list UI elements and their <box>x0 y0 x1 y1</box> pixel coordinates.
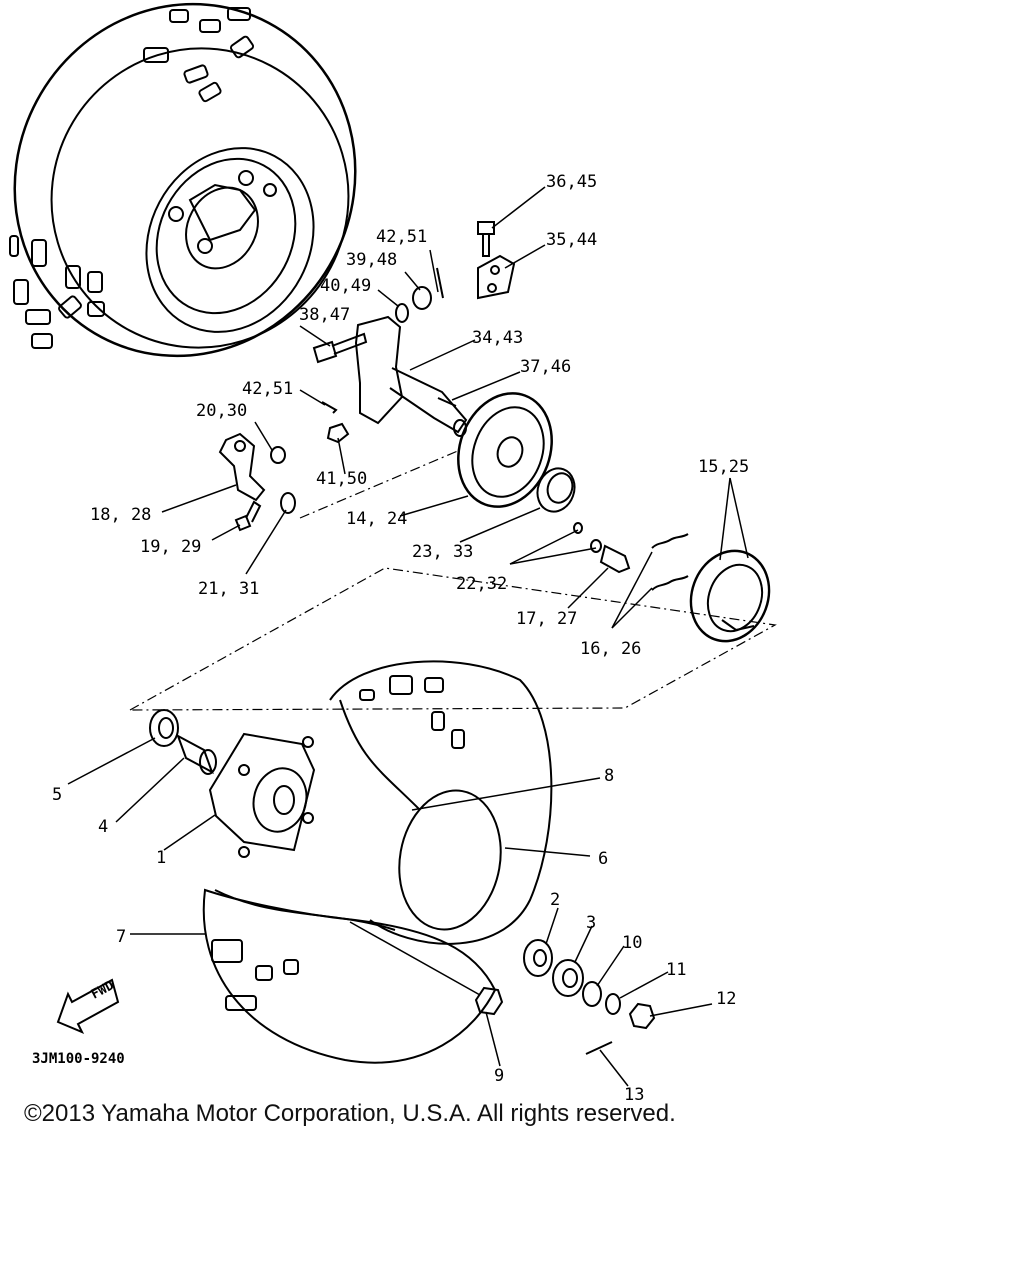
callout-label-1: 1 <box>156 848 166 868</box>
callout-label-36-45: 36,45 <box>546 172 597 192</box>
callout-label-4: 4 <box>98 817 108 837</box>
callout-label-38-47: 38,47 <box>299 305 350 325</box>
callout-labels: 36,45 35,44 42,51 39,48 40,49 38,47 34,43 37,46… <box>52 172 749 1100</box>
callout-label-6: 6 <box>598 849 608 869</box>
callout-label-42-51-top: 42,51 <box>376 227 427 247</box>
callout-label-35-44: 35,44 <box>546 230 597 250</box>
callout-label-40-49: 40,49 <box>320 276 371 296</box>
callout-label-12: 12 <box>716 989 736 1009</box>
callout-label-37-46: 37,46 <box>520 357 571 377</box>
knuckle-assembly <box>218 221 771 643</box>
callout-label-15-25: 15,25 <box>698 457 749 477</box>
fwd-arrow-icon <box>56 978 120 1034</box>
reference-lines <box>129 449 777 711</box>
exploded-wheel <box>149 660 656 1064</box>
assembled-wheel-drawing <box>9 2 357 358</box>
wheel-exploded-diagram: FWD 3JM100-9240 36,4535,4442,5139,4840,4… <box>9 2 777 1100</box>
callout-label-16-26: 16, 26 <box>580 639 641 659</box>
callout-label-14-24: 14, 24 <box>346 509 407 529</box>
copyright-notice: ©2013 Yamaha Motor Corporation, U.S.A. A… <box>24 1100 676 1127</box>
callout-label-5: 5 <box>52 785 62 805</box>
callout-label-39-48: 39,48 <box>346 250 397 270</box>
callout-label-17-27: 17, 27 <box>516 609 577 629</box>
callout-label-21-31: 21, 31 <box>198 579 259 599</box>
callout-label-34-43: 34,43 <box>472 328 523 348</box>
diagram-code: 3JM100-9240 <box>32 1051 125 1067</box>
callout-label-11: 11 <box>666 960 686 980</box>
callout-label-20-30: 20,30 <box>196 401 247 421</box>
callout-label-22-32: 22,32 <box>456 574 507 594</box>
callout-label-23-33: 23, 33 <box>412 542 473 562</box>
callout-label-41-50: 41,50 <box>316 469 367 489</box>
callout-label-18-28: 18, 28 <box>90 505 151 525</box>
callout-label-2: 2 <box>550 890 560 910</box>
callout-label-3: 3 <box>586 913 596 933</box>
callout-label-10: 10 <box>622 933 642 953</box>
callout-label-8: 8 <box>604 766 614 786</box>
callout-label-42-51-mid: 42,51 <box>242 379 293 399</box>
callout-label-13: 13 <box>624 1085 644 1100</box>
callout-label-9: 9 <box>494 1066 504 1086</box>
callout-label-7: 7 <box>116 927 126 947</box>
callout-label-19-29: 19, 29 <box>140 537 201 557</box>
leader-lines <box>67 186 749 1087</box>
